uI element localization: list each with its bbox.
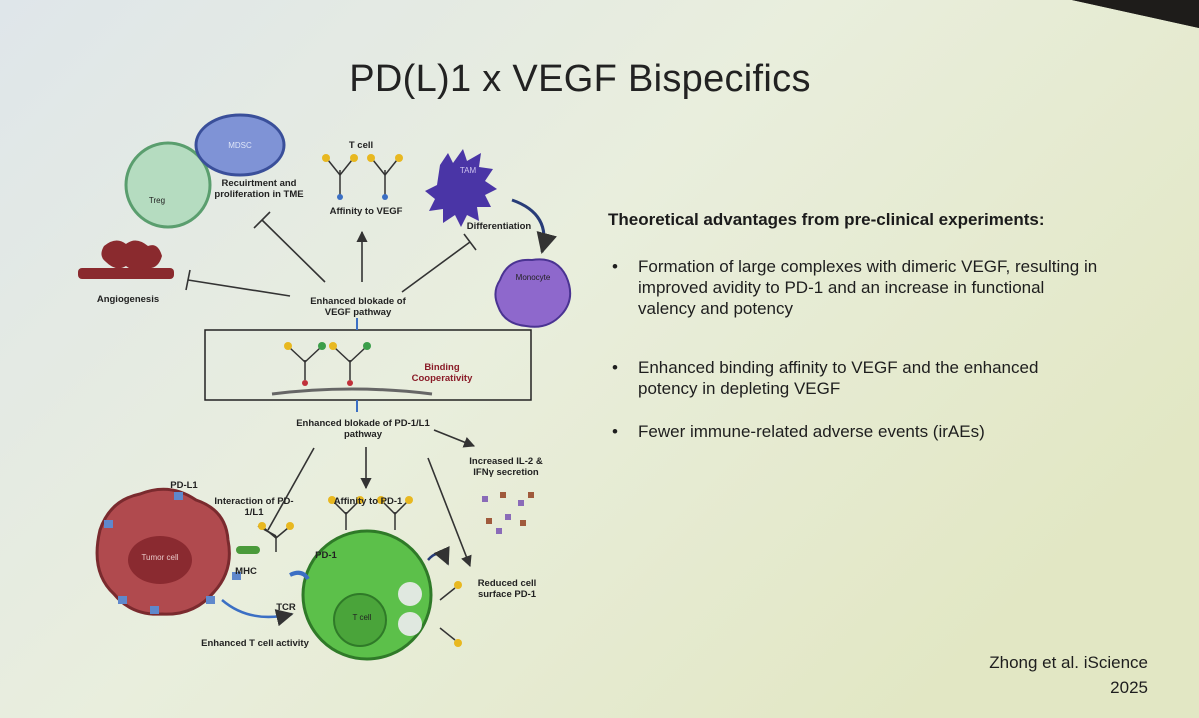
label-tumor-cell: Tumor cell bbox=[141, 553, 179, 562]
bullet-dot: • bbox=[612, 358, 618, 377]
bullet-text: Fewer immune-related adverse events (irA… bbox=[638, 422, 985, 441]
bullet-text: Enhanced binding affinity to VEGF and th… bbox=[638, 358, 1039, 398]
tam-cell bbox=[425, 149, 497, 227]
label-differentiation: Differentiation bbox=[466, 221, 532, 232]
bullet-dot: • bbox=[612, 422, 618, 441]
label-angiogenesis: Angiogenesis bbox=[96, 294, 160, 305]
diagram bbox=[78, 113, 572, 661]
monocyte-cell bbox=[494, 258, 572, 328]
label-pd-1: PD-1 bbox=[315, 550, 337, 561]
label-binding-cooperativity: Binding Cooperativity bbox=[411, 362, 473, 384]
label-t-cell-top: T cell bbox=[348, 140, 374, 151]
label-tcr: TCR bbox=[276, 602, 296, 613]
label-interaction: Interaction of PD-1/L1 bbox=[214, 496, 294, 518]
label-affinity-pd1: Affinity to PD-1 bbox=[333, 496, 403, 507]
angiogenesis-vessel bbox=[78, 240, 174, 279]
label-tam: TAM bbox=[459, 166, 477, 175]
label-recruitment: Recuirtment and proliferation in TME bbox=[214, 178, 304, 200]
label-affinity-vegf: Affinity to VEGF bbox=[329, 206, 403, 217]
label-monocyte: Monocyte bbox=[515, 273, 551, 282]
citation: Zhong et al. iScience 2025 bbox=[900, 650, 1148, 700]
antibody-top bbox=[327, 159, 398, 195]
bullet-text: Formation of large complexes with dimeri… bbox=[638, 257, 1098, 318]
label-mhc: MHC bbox=[235, 566, 257, 577]
label-enhanced-pd1: Enhanced blokade of PD-1/L1 pathway bbox=[296, 418, 430, 440]
mdsc-cell bbox=[194, 113, 286, 177]
advantages-heading: Theoretical advantages from pre-clinical… bbox=[608, 210, 1045, 229]
citation-year: 2025 bbox=[1110, 678, 1148, 697]
label-enhanced-t-cell: Enhanced T cell activity bbox=[201, 638, 309, 649]
label-t-cell-bottom: T cell bbox=[352, 613, 372, 622]
citation-author: Zhong et al. iScience bbox=[989, 653, 1148, 672]
label-il2-ifn: Increased IL-2 & IFNγ secretion bbox=[469, 456, 543, 478]
label-treg: Treg bbox=[148, 196, 166, 205]
label-enhanced-vegf: Enhanced blokade of VEGF pathway bbox=[310, 296, 406, 318]
treg-cell bbox=[124, 141, 212, 229]
label-mdsc: MDSC bbox=[228, 141, 252, 150]
label-pd-l1: PD-L1 bbox=[170, 480, 198, 491]
slide-title: PD(L)1 x VEGF Bispecifics bbox=[349, 58, 811, 100]
cytokines bbox=[482, 492, 534, 534]
binding-cooperativity-box bbox=[204, 329, 532, 401]
label-reduced-pd1: Reduced cell surface PD-1 bbox=[477, 578, 537, 600]
bullet-dot: • bbox=[612, 257, 618, 276]
